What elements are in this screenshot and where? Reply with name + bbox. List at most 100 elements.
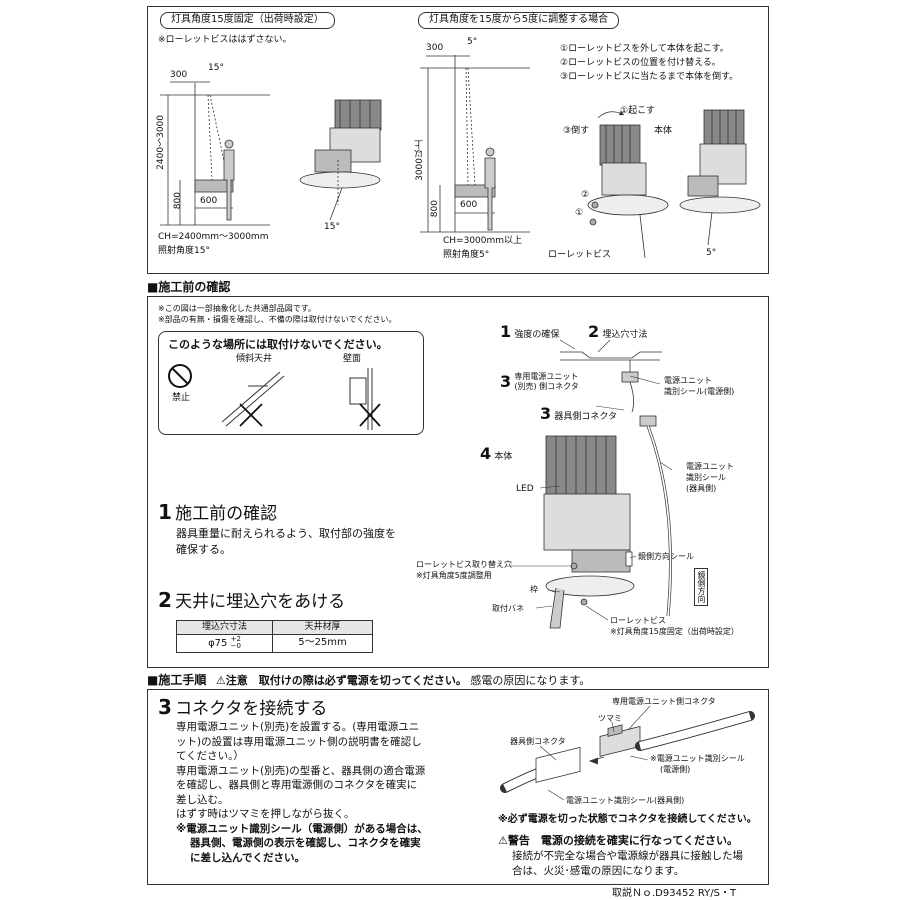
right-lbl-screw: ローレットビス [548,250,612,260]
lbl-seal-power-1: ※電源ユニット識別シール [650,754,745,763]
step3-heading: 3 コネクタを接続する [158,695,327,720]
left-dim-600: 600 [200,196,218,206]
slanted-ceiling-label: 傾斜天井 [236,354,273,364]
d-knurl-2: ※灯具角度15度固定（出荷時設定） [610,627,739,636]
item1-heading: 1 施工前の確認 [158,500,277,525]
step3-line-6: 差し込む。 [176,793,229,806]
item1-number: 1 [158,500,172,524]
d-unit-seal-1: 電源ユニット [664,376,712,385]
warning-text-1: 接続が不完全な場合や電源線が器具に接触した場 [512,850,743,862]
right-dim-600: 600 [460,200,478,210]
d-spring-label: 取付バネ [492,604,524,613]
d-mirror-direction: 鏡側方向 [694,568,708,606]
top-panel-frame [147,6,769,274]
right-ch-label: CH=3000mm以上 [443,236,523,246]
d-seal-fixture-3: (器具側) [686,484,717,493]
step3-title: コネクタを接続する [175,699,328,719]
item2-heading: 2 天井に埋込穴をあける [158,588,345,613]
right-angle-top: 5° [467,37,478,47]
d-unit-seal-2: 識別シール(電源側) [664,387,735,396]
warning-box-title: このような場所には取付けないでください。 [168,338,388,351]
table-tol-plus: +2 [230,635,241,644]
procedure-caution-tail: 感電の原因になります。 [470,674,591,687]
step3-line-4: 専用電源ユニット(別売)の型番と、器具側の適合電源 [176,764,426,777]
check-heading: ■施工前の確認 [147,280,231,294]
d4-text: 本体 [494,452,513,462]
right-fixture-angle: 5° [706,248,717,258]
left-ch-label: CH=2400mm〜3000mm [158,232,269,242]
d-led-label: LED [516,484,534,494]
table-tol-minus: −0 [230,642,241,651]
lbl-fixture-connector: 器具側コネクタ [510,737,566,746]
step3-body: 専用電源ユニット(別売)を設置する。(専用電源ユニ ット)の設置は専用電源ユニッ… [176,720,428,865]
d-frame-label: 枠 [530,585,538,594]
right-lbl-2: ② [581,190,590,200]
wall-figure [349,368,381,430]
table-ceiling-value: 5〜25mm [272,634,373,653]
right-step-1: ①ローレットビスを外して本体を起こす。 [560,44,729,54]
left-fixture-angle: 15° [324,222,340,232]
step3-line-5: を確認し、器具側と専用電源側のコネクタを確実に [176,779,418,791]
right-lbl-1: ① [575,208,584,218]
left-panel-note: ※ローレットビスははずさない。 [158,35,292,45]
d-screw-hole-2: ※灯具角度5度調整用 [416,571,492,580]
warning-box [158,331,424,435]
lbl-knob: ツマミ [598,714,622,723]
step3-number: 3 [158,695,172,719]
warning-title: ⚠警告 電源の接続を確実に行なってください。 [498,834,738,847]
d4-number: 4 [480,444,492,463]
left-panel-title: 灯具角度15度固定（出荷時設定） [160,12,335,29]
step3-bold-1: ※電源ユニット識別シール（電源側）がある場合は、 [176,822,428,835]
right-lbl-body: 本体 [654,126,673,136]
procedure-heading: ■施工手順 [147,673,207,687]
step3-bold-2: 器具側、電源側の表示を確認し、コネクタを確実 [190,837,421,849]
table-hole: φ75 [208,638,228,650]
step3-line-2: ット)の設置は専用電源ユニット側の説明書を確認し [176,735,422,748]
lbl-seal-fixture: 電源ユニット識別シール(器具側) [566,796,685,805]
d3b-number: 3 [540,404,552,423]
d-seal-fixture-1: 電源ユニット [686,462,734,471]
d-screw-hole-1: ローレットビス取り替え穴 [416,560,512,569]
d3a-text-2: (別売) 側コネクタ [514,382,579,391]
right-step-3: ③ローレットビスに当たるまで本体を倒す。 [560,72,739,82]
right-panel-title: 灯具角度を15度から5度に調整する場合 [418,12,620,29]
d3a-number: 3 [500,372,512,391]
right-step-2: ②ローレットビスの位置を付け替える。 [560,58,721,68]
check-note-1: ※この図は一部抽象化した共通部品図です。 [158,304,316,313]
procedure-header: ■施工手順 ⚠注意 取付けの際は必ず電源を切ってください。 感電の原因になります… [147,673,590,688]
left-dim-300: 300 [170,70,188,80]
forbid-label: 禁止 [172,393,191,403]
d3a-label: 3 専用電源ユニット (別売) 側コネクタ [500,372,579,394]
prohibited-icon [168,364,192,388]
must-power-off: ※必ず電源を切った状態でコネクタを接続してください。 [498,814,757,825]
warning-text-2: 合は、火災･感電の原因になります。 [512,865,685,877]
table-head-ceiling: 天井材厚 [272,619,373,636]
d3b-text: 器具側コネクタ [554,412,617,422]
item1-text-2: 確保する。 [176,543,231,556]
right-angle-label: 照射角度5° [443,250,490,260]
procedure-frame [147,689,769,885]
d-mirror-seal: 鏡側方向シール [638,552,694,561]
right-lbl-tilt: ③倒す [563,126,590,136]
step3-line-1: 専用電源ユニット(別売)を設置する。(専用電源ユニ [176,721,420,733]
d2-text: 埋込穴寸法 [602,330,648,340]
item1-text-1: 器具重量に耐えられるよう、取付部の強度を [176,527,396,540]
slanted-ceiling-figure [221,371,285,427]
d1-number: 1 [500,322,512,341]
wall-label: 壁面 [343,354,362,364]
d3b-label: 3 器具側コネクタ [540,404,617,424]
document-number: 取説Ｎｏ.D93452 RY/S・T [612,888,737,899]
item1-title: 施工前の確認 [175,504,278,524]
left-dim-800: 800 [173,192,183,210]
check-note-2: ※部品の有無・損傷を確認し、不備の際は取付けないでください。 [158,315,397,324]
d-seal-fixture-2: 識別シール [686,473,726,482]
item2-number: 2 [158,588,172,612]
right-dim-800: 800 [430,200,440,218]
d2-number: 2 [588,322,600,341]
lbl-seal-power-2: (電源側) [660,765,691,774]
right-height-label: 3000以上 [415,140,425,181]
procedure-caution: ⚠注意 取付けの際は必ず電源を切ってください。 [215,674,467,687]
step3-bold-3: に差し込んでください。 [190,851,305,864]
d3a-text-1: 専用電源ユニット [514,372,579,381]
d1-label: 1 強度の確保 [500,322,559,342]
